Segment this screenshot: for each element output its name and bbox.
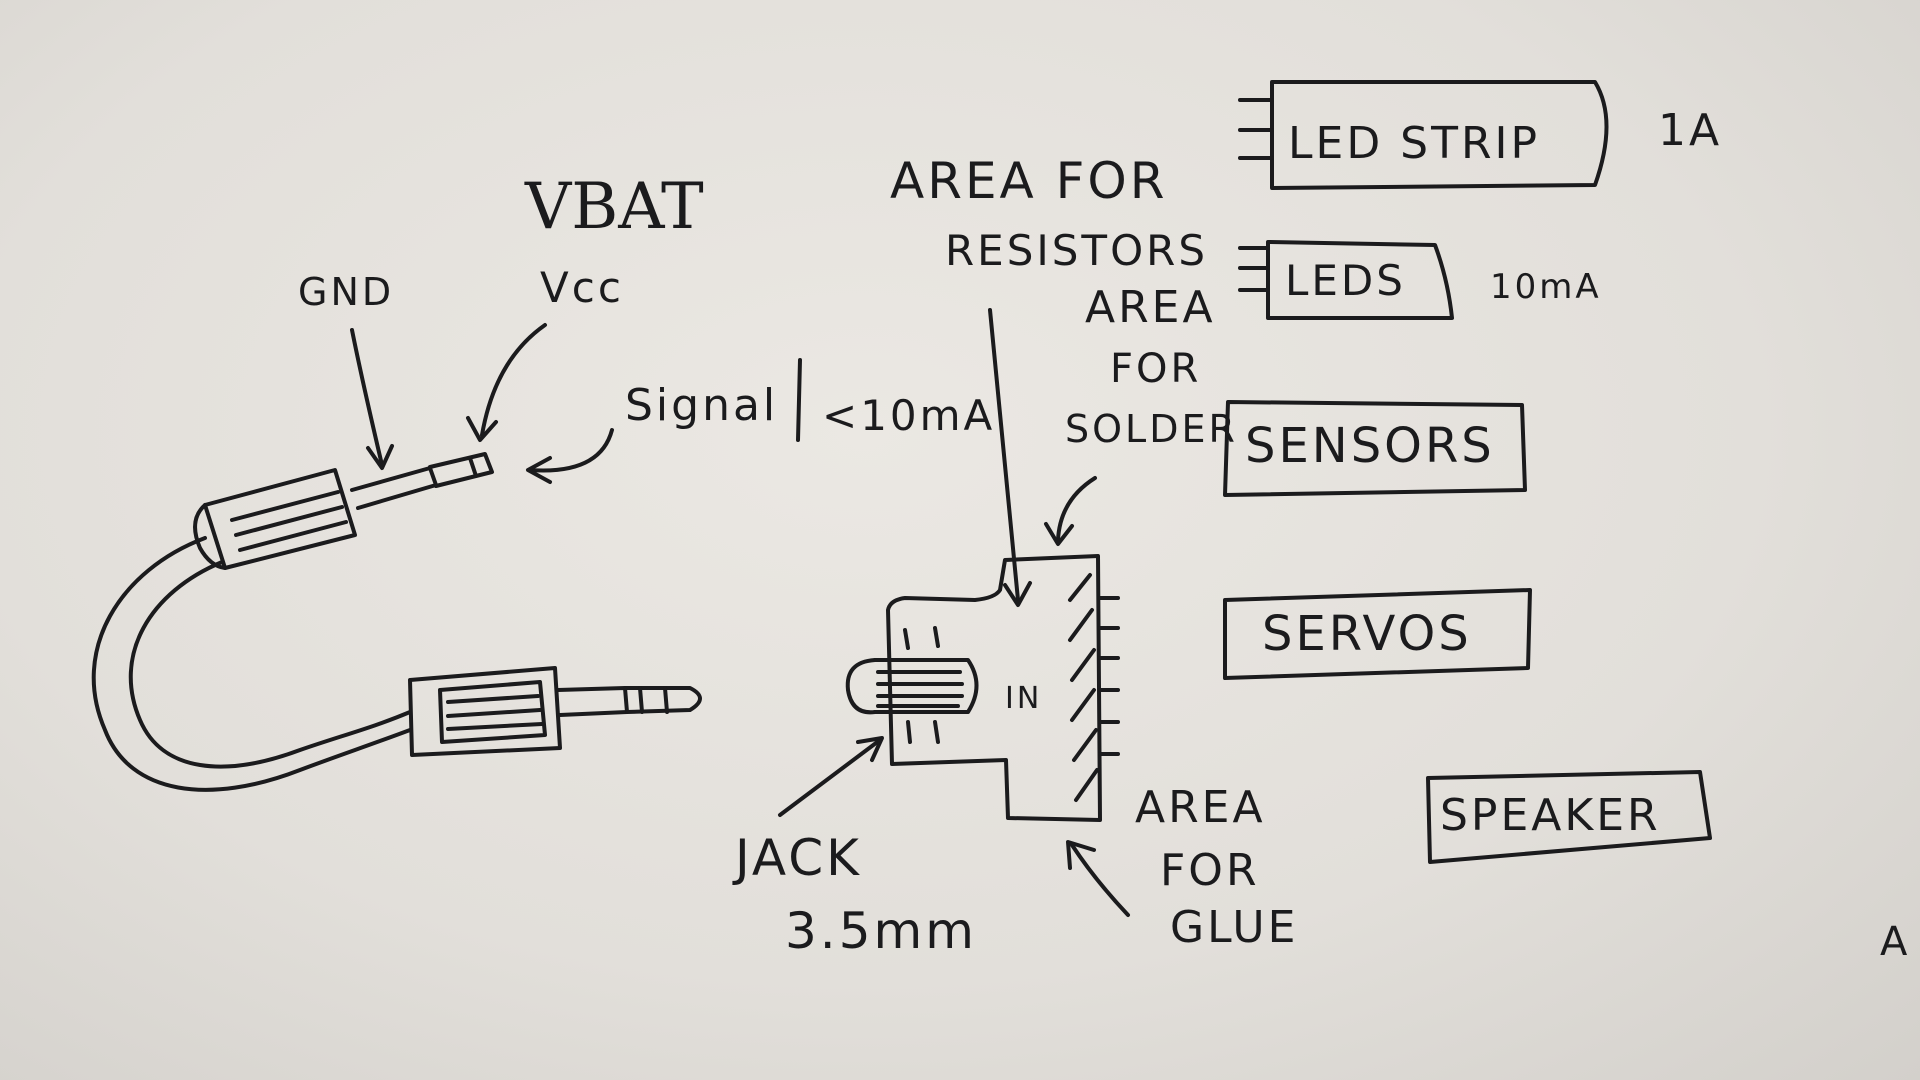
signal-current-label: <10mA (822, 391, 995, 440)
speaker-box (1426, 770, 1712, 864)
jack-grip-lines (876, 670, 964, 708)
module-label: LED STRIP (1288, 118, 1540, 169)
module-label: LEDS (1285, 256, 1406, 305)
vcc-label: Vcc (540, 263, 624, 312)
module-label: SERVOS (1262, 606, 1472, 662)
leds-leads (1238, 246, 1270, 292)
servos-box (1223, 588, 1532, 680)
jack-label-line2: 3.5mm (785, 902, 977, 960)
area-annotations: AREA FOR RESISTORS AREA FOR SOLDER JACK … (732, 152, 1298, 960)
module-speaker: SPEAKER (1426, 770, 1712, 864)
lower-plug-grip (446, 694, 544, 731)
cable-wire-outer (91, 536, 412, 792)
area-resistors-line2: RESISTORS (945, 226, 1208, 275)
upper-plug-insulator (468, 456, 478, 478)
audio-cable (91, 452, 702, 792)
module-led-strip: LED STRIP 1A (1238, 80, 1722, 190)
upper-plug-grip (230, 490, 348, 552)
gnd-arrow-head-icon (366, 444, 394, 470)
board-pin-headers (1098, 596, 1120, 756)
module-leds: LEDS 10mA (1238, 240, 1602, 320)
area-glue-line2: FOR (1160, 845, 1260, 896)
area-resistors-line1: AREA FOR (890, 152, 1168, 210)
pin-annotations: VBAT Vcc GND Signal <10mA (298, 170, 995, 484)
board-sketch: IN (845, 554, 1120, 822)
board-in-label: IN (1005, 681, 1042, 716)
module-current: 10mA (1490, 267, 1602, 307)
module-sensors: SENSORS (1223, 400, 1527, 497)
board-outline (886, 554, 1102, 822)
leds-box (1266, 240, 1454, 320)
area-solder-line2: FOR (1110, 346, 1201, 392)
gnd-label: GND (298, 270, 394, 314)
vcc-arrow-icon (480, 323, 547, 437)
upper-plug-tip-ring (428, 452, 494, 488)
resistors-arrow-head-icon (1003, 581, 1032, 607)
jack-arrow-head-icon (856, 736, 884, 762)
lower-plug-body (408, 666, 562, 757)
jack-pad-top (903, 626, 940, 650)
area-glue-line3: GLUE (1170, 902, 1298, 953)
signal-label: Signal (625, 380, 778, 431)
solder-arrow-icon (1056, 476, 1097, 542)
area-solder-line3: SOLDER (1065, 407, 1238, 451)
lower-plug-tip (623, 686, 702, 714)
upper-plug-pin (350, 466, 438, 510)
module-label: SENSORS (1245, 418, 1495, 474)
area-solder-line1: AREA (1085, 282, 1216, 333)
sensors-box (1223, 400, 1527, 497)
lower-plug-pin (556, 686, 629, 717)
glue-arrow-icon (1070, 843, 1130, 917)
signal-separator (796, 358, 802, 442)
jack-body-icon (873, 658, 979, 714)
led-strip-box (1270, 80, 1609, 190)
module-label: SPEAKER (1440, 790, 1661, 841)
led-strip-leads (1238, 98, 1274, 160)
jack-pad-bottom (906, 720, 940, 744)
solder-arrow-head-icon (1044, 522, 1074, 546)
glue-arrow-head-icon (1066, 840, 1096, 870)
signal-arrow-icon (528, 428, 614, 473)
resistors-arrow-icon (988, 308, 1020, 602)
jack-arrow-icon (778, 738, 882, 817)
vbat-label: VBAT (524, 170, 704, 244)
edge-fragment-label: A (1880, 919, 1910, 965)
lower-plug-grip-frame (438, 680, 547, 744)
jack-label-line1: JACK (732, 829, 862, 887)
gnd-arrow-icon (350, 328, 384, 467)
module-servos: SERVOS (1223, 588, 1532, 680)
module-current: 1A (1658, 105, 1722, 156)
cable-wire-inner (128, 560, 412, 769)
vcc-arrow-head-icon (466, 416, 498, 442)
upper-plug-body (203, 468, 357, 570)
module-list: LED STRIP 1A LEDS 10mA SENSORS SERVOS SP… (1223, 80, 1722, 864)
area-glue-line1: AREA (1135, 782, 1266, 833)
lower-plug-rings (638, 686, 669, 714)
solder-hatching (1068, 573, 1099, 802)
jack-cap (845, 658, 877, 715)
signal-arrow-head-icon (526, 456, 552, 484)
